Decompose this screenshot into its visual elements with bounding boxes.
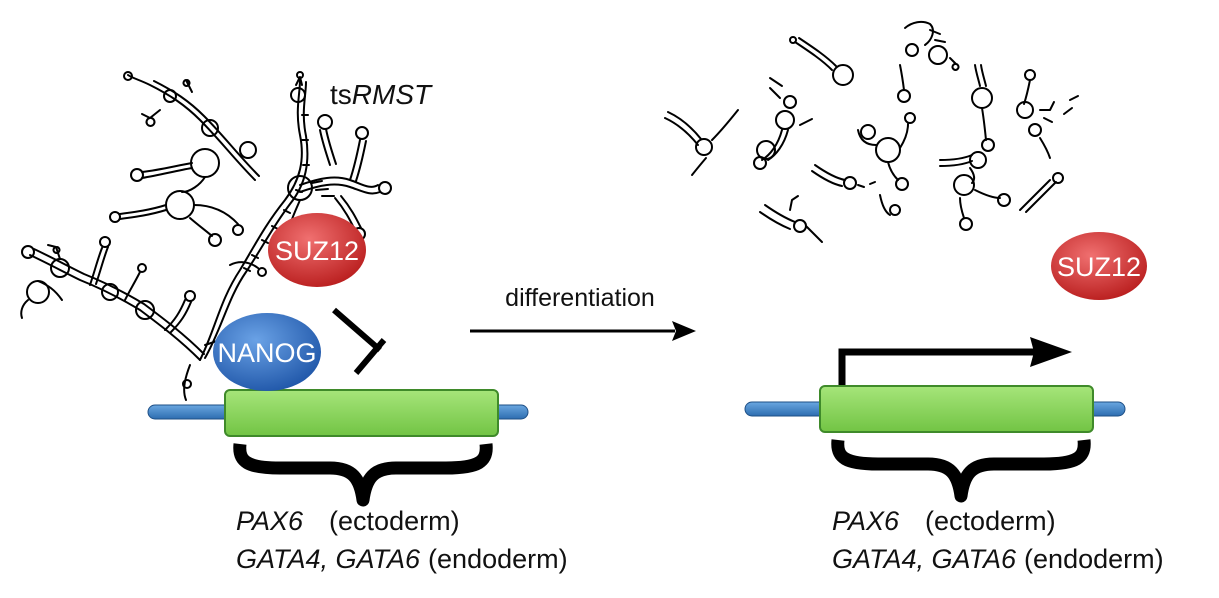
suz12-label-right: SUZ12 (1057, 252, 1141, 282)
rna-label-name: RMST (352, 79, 433, 110)
transcription-arrow (838, 337, 1072, 386)
differentiation-label: differentiation (505, 284, 655, 312)
ts-rmst-rna-structure (20, 71, 392, 401)
rna-label-prefix: ts (330, 79, 352, 110)
svg-text:GATA4, GATA6(endoderm): GATA4, GATA6(endoderm) (832, 544, 1164, 574)
brace-left (233, 443, 493, 507)
gene-gata-left: GATA4, GATA6 (236, 544, 421, 574)
layer-endoderm-left: (endoderm) (428, 544, 568, 574)
rna-fragments (664, 20, 1079, 243)
layer-ectoderm-left: (ectoderm) (329, 506, 460, 536)
nanog-protein: NANOG (213, 313, 321, 391)
brace-right (831, 439, 1091, 503)
svg-text:PAX6(ectoderm): PAX6 (ectoderm) (236, 506, 460, 536)
layer-endoderm-right: (endoderm) (1024, 544, 1164, 574)
gene-labels-left: PAX6 (ectoderm) GATA4, GATA6(endoderm) (236, 506, 568, 574)
inhibition-arrow (332, 307, 387, 375)
svg-text:GATA4, GATA6(endoderm): GATA4, GATA6(endoderm) (236, 544, 568, 574)
differentiation-arrow (470, 321, 696, 341)
svg-text:PAX6(ectoderm): PAX6 (ectoderm) (832, 506, 1056, 536)
gene-body-right (819, 385, 1094, 433)
suz12-protein-right: SUZ12 (1051, 232, 1147, 300)
rna-label: tsRMST (330, 79, 433, 110)
layer-ectoderm-right: (ectoderm) (925, 506, 1056, 536)
gene-pax6-right: PAX6 (832, 506, 900, 536)
gene-gata-right: GATA4, GATA6 (832, 544, 1017, 574)
suz12-label-left: SUZ12 (275, 236, 359, 266)
gene-body-left (224, 389, 499, 437)
nanog-label: NANOG (217, 338, 316, 368)
gene-labels-right: PAX6 (ectoderm) GATA4, GATA6(endoderm) (832, 506, 1164, 574)
suz12-protein-left: SUZ12 (268, 213, 366, 287)
gene-pax6-left: PAX6 (236, 506, 304, 536)
